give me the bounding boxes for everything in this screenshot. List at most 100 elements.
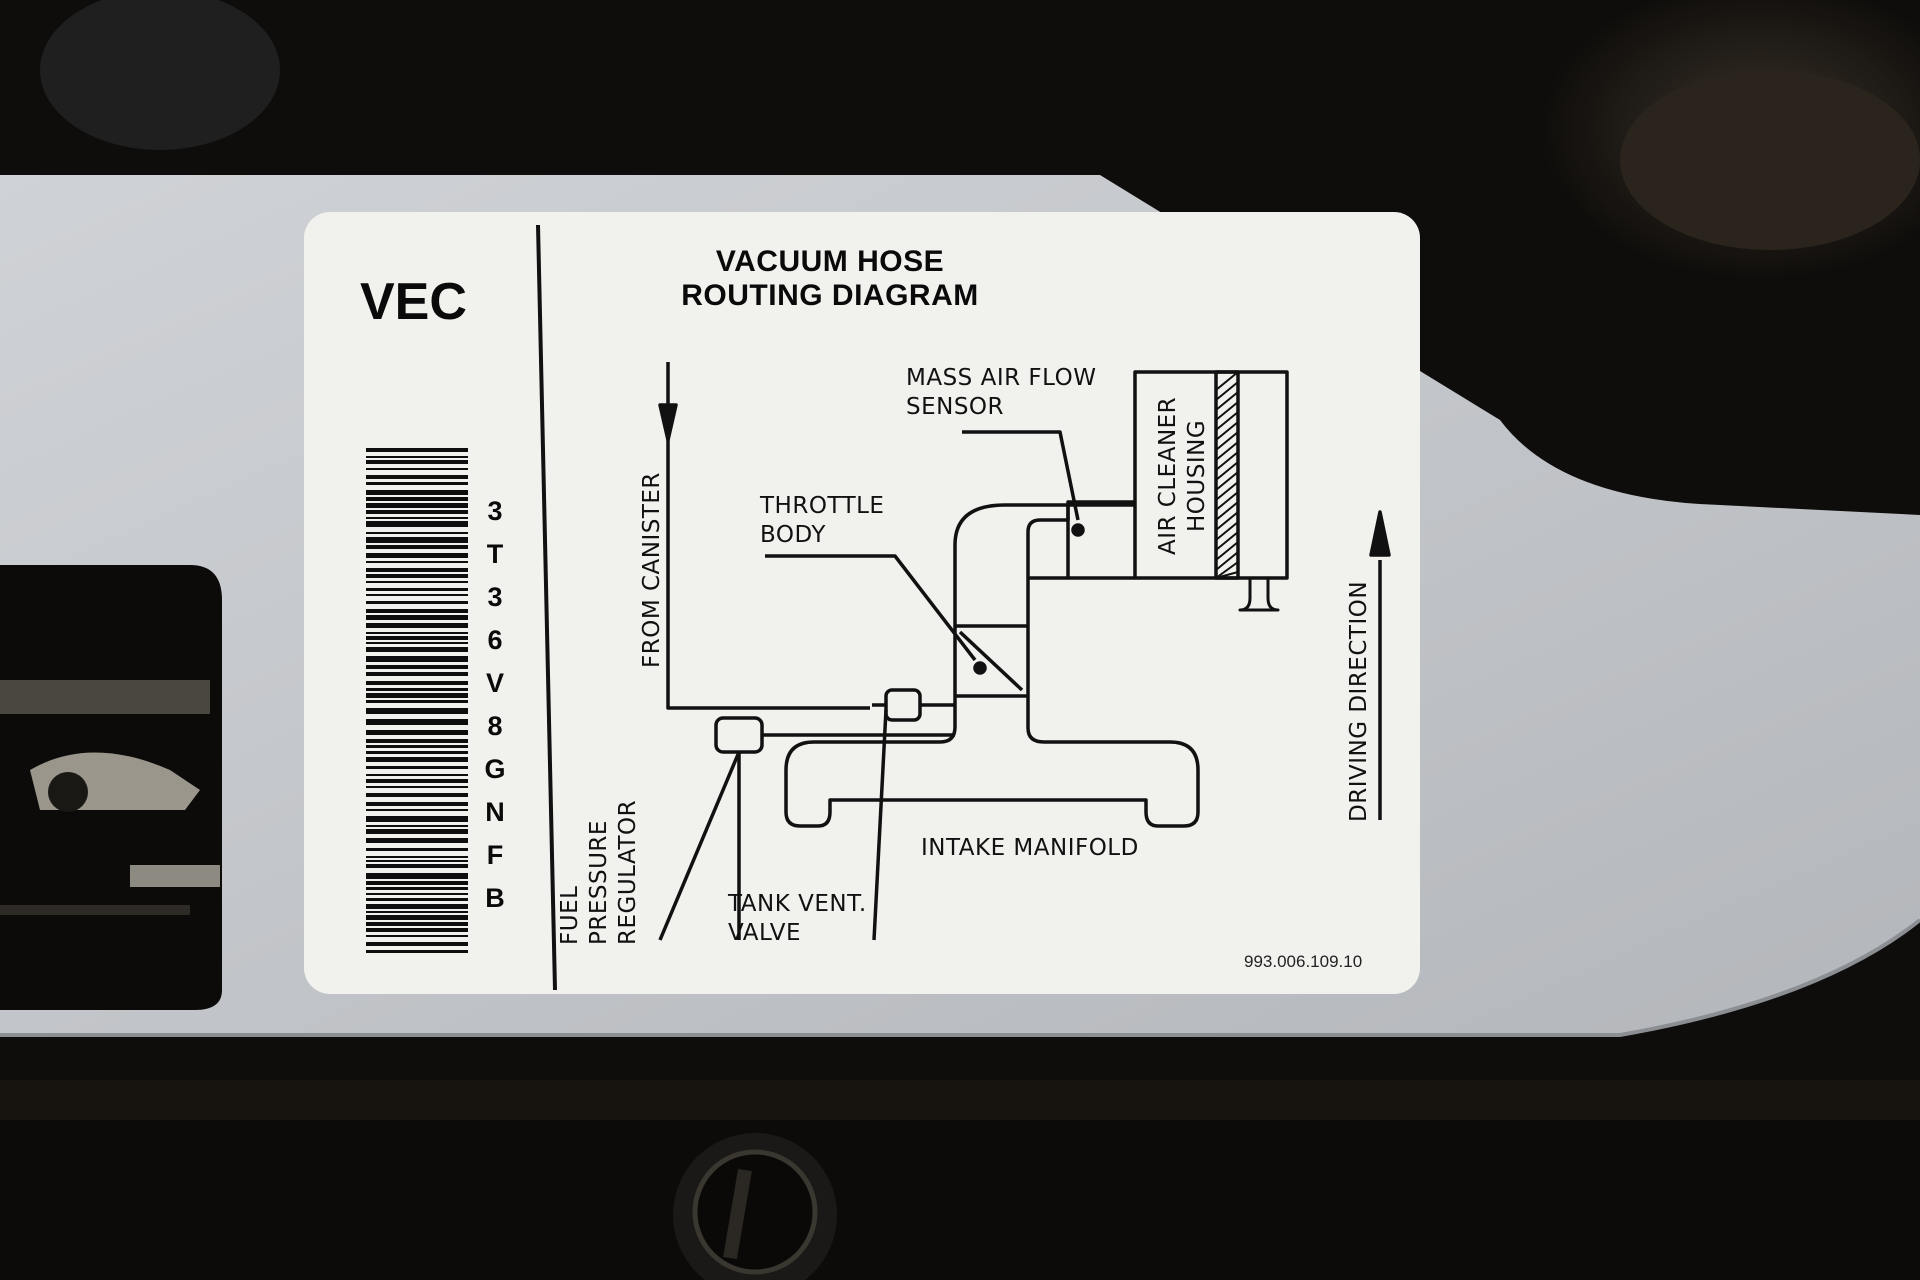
barcode-stripe bbox=[366, 615, 468, 620]
barcode-stripe bbox=[366, 460, 468, 464]
barcode-stripe bbox=[366, 848, 468, 851]
barcode-stripe bbox=[366, 468, 468, 470]
barcode-stripe bbox=[366, 887, 468, 890]
barcode-stripe bbox=[366, 700, 468, 703]
barcode-stripe bbox=[366, 545, 468, 549]
barcode-characters: 3 T 3 6 V 8 G N F B bbox=[480, 496, 510, 926]
filter-hatch bbox=[1215, 411, 1239, 431]
barcode-stripe bbox=[366, 532, 468, 534]
barcode-stripe bbox=[366, 873, 468, 879]
barcode-stripe bbox=[366, 588, 468, 591]
filter-hatch bbox=[1215, 451, 1239, 471]
barcode-char: T bbox=[486, 539, 504, 569]
barcode-stripe bbox=[366, 864, 468, 868]
barcode bbox=[366, 448, 468, 953]
barcode-stripe bbox=[366, 757, 468, 762]
filter-hatch bbox=[1215, 471, 1239, 491]
barcode-stripe bbox=[366, 922, 468, 926]
barcode-char: B bbox=[485, 883, 505, 913]
barcode-stripe bbox=[366, 510, 468, 514]
driving-direction-arrow-icon bbox=[1369, 510, 1391, 557]
barcode-stripe bbox=[366, 537, 468, 543]
barcode-char: 3 bbox=[487, 582, 503, 612]
barcode-stripe bbox=[366, 860, 468, 862]
barcode-stripe bbox=[366, 935, 468, 937]
filter-hatch bbox=[1215, 431, 1239, 451]
from-canister-label: FROM CANISTER bbox=[639, 472, 665, 668]
filter-hatch bbox=[1215, 571, 1239, 579]
barcode-stripe bbox=[366, 928, 468, 932]
barcode-stripe bbox=[366, 553, 468, 558]
barcode-stripe bbox=[366, 642, 468, 644]
label-code-title: VEC bbox=[360, 273, 467, 331]
hose-diagram bbox=[658, 362, 1391, 941]
barcode-stripe bbox=[366, 636, 468, 640]
barcode-stripe bbox=[366, 942, 468, 946]
filter-hatch bbox=[1215, 481, 1239, 501]
barcode-stripe bbox=[366, 856, 468, 858]
filter-hatch bbox=[1215, 391, 1239, 411]
filter-hatch bbox=[1215, 561, 1239, 579]
barcode-stripe bbox=[366, 693, 468, 698]
filter-hatch bbox=[1215, 441, 1239, 461]
barcode-stripe bbox=[366, 475, 468, 479]
filter-hatch bbox=[1215, 461, 1239, 481]
barcode-stripe bbox=[366, 786, 468, 788]
barcode-stripe bbox=[366, 561, 468, 563]
barcode-stripe bbox=[366, 656, 468, 662]
barcode-stripe bbox=[366, 568, 468, 572]
throttle-body-label: THROTTLE BODY bbox=[760, 493, 885, 548]
barcode-stripe bbox=[366, 816, 468, 822]
barcode-stripe bbox=[366, 448, 468, 452]
barcode-stripe bbox=[366, 911, 468, 913]
barcode-stripe bbox=[366, 838, 468, 843]
barcode-stripe bbox=[366, 601, 468, 604]
filter-hatch bbox=[1215, 401, 1239, 421]
air-cleaner-housing-label: AIR CLEANER HOUSING bbox=[1155, 396, 1210, 555]
barcode-char: 8 bbox=[487, 711, 503, 741]
filter-hatch bbox=[1215, 381, 1239, 401]
filter-hatch bbox=[1215, 371, 1239, 391]
barcode-stripe bbox=[366, 751, 468, 754]
barcode-stripe bbox=[366, 665, 468, 669]
barcode-stripe bbox=[366, 623, 468, 628]
barcode-char: 6 bbox=[487, 625, 503, 655]
barcode-stripe bbox=[366, 517, 468, 519]
barcode-stripe bbox=[366, 745, 468, 748]
filter-hatch bbox=[1215, 521, 1239, 541]
barcode-stripe bbox=[366, 825, 468, 827]
filter-hatch bbox=[1215, 551, 1239, 571]
barcode-stripe bbox=[366, 739, 468, 743]
barcode-stripe bbox=[366, 730, 468, 735]
label-divider bbox=[536, 224, 557, 991]
barcode-char: F bbox=[486, 840, 504, 870]
barcode-stripe bbox=[366, 688, 468, 691]
barcode-stripe bbox=[366, 681, 468, 685]
barcode-stripe bbox=[366, 574, 468, 578]
filter-hatch bbox=[1215, 531, 1239, 551]
label-sticker bbox=[304, 212, 1420, 994]
barcode-char: G bbox=[484, 754, 506, 784]
barcode-stripe bbox=[366, 456, 468, 458]
barcode-char: N bbox=[485, 797, 505, 827]
filter-hatch bbox=[1215, 501, 1239, 521]
diagram-title: VACUUM HOSE ROUTING DIAGRAM bbox=[681, 245, 979, 312]
barcode-stripe bbox=[366, 779, 468, 783]
filter-hatch bbox=[1215, 541, 1239, 561]
barcode-stripe bbox=[366, 708, 468, 714]
barcode-stripe bbox=[366, 950, 468, 953]
barcode-stripe bbox=[366, 915, 468, 920]
barcode-stripe bbox=[366, 503, 468, 508]
intake-manifold-label: INTAKE MANIFOLD bbox=[921, 835, 1139, 861]
barcode-stripe bbox=[366, 893, 468, 895]
barcode-stripe bbox=[366, 829, 468, 834]
driving-direction-label: DRIVING DIRECTION bbox=[1346, 580, 1372, 822]
barcode-stripe bbox=[366, 482, 468, 485]
hose-top-left bbox=[40, 0, 280, 150]
barcode-stripe bbox=[366, 802, 468, 806]
barcode-stripe bbox=[366, 766, 468, 769]
bolt-head-icon bbox=[673, 1133, 837, 1280]
barcode-stripe bbox=[366, 490, 468, 495]
barcode-stripe bbox=[366, 647, 468, 652]
